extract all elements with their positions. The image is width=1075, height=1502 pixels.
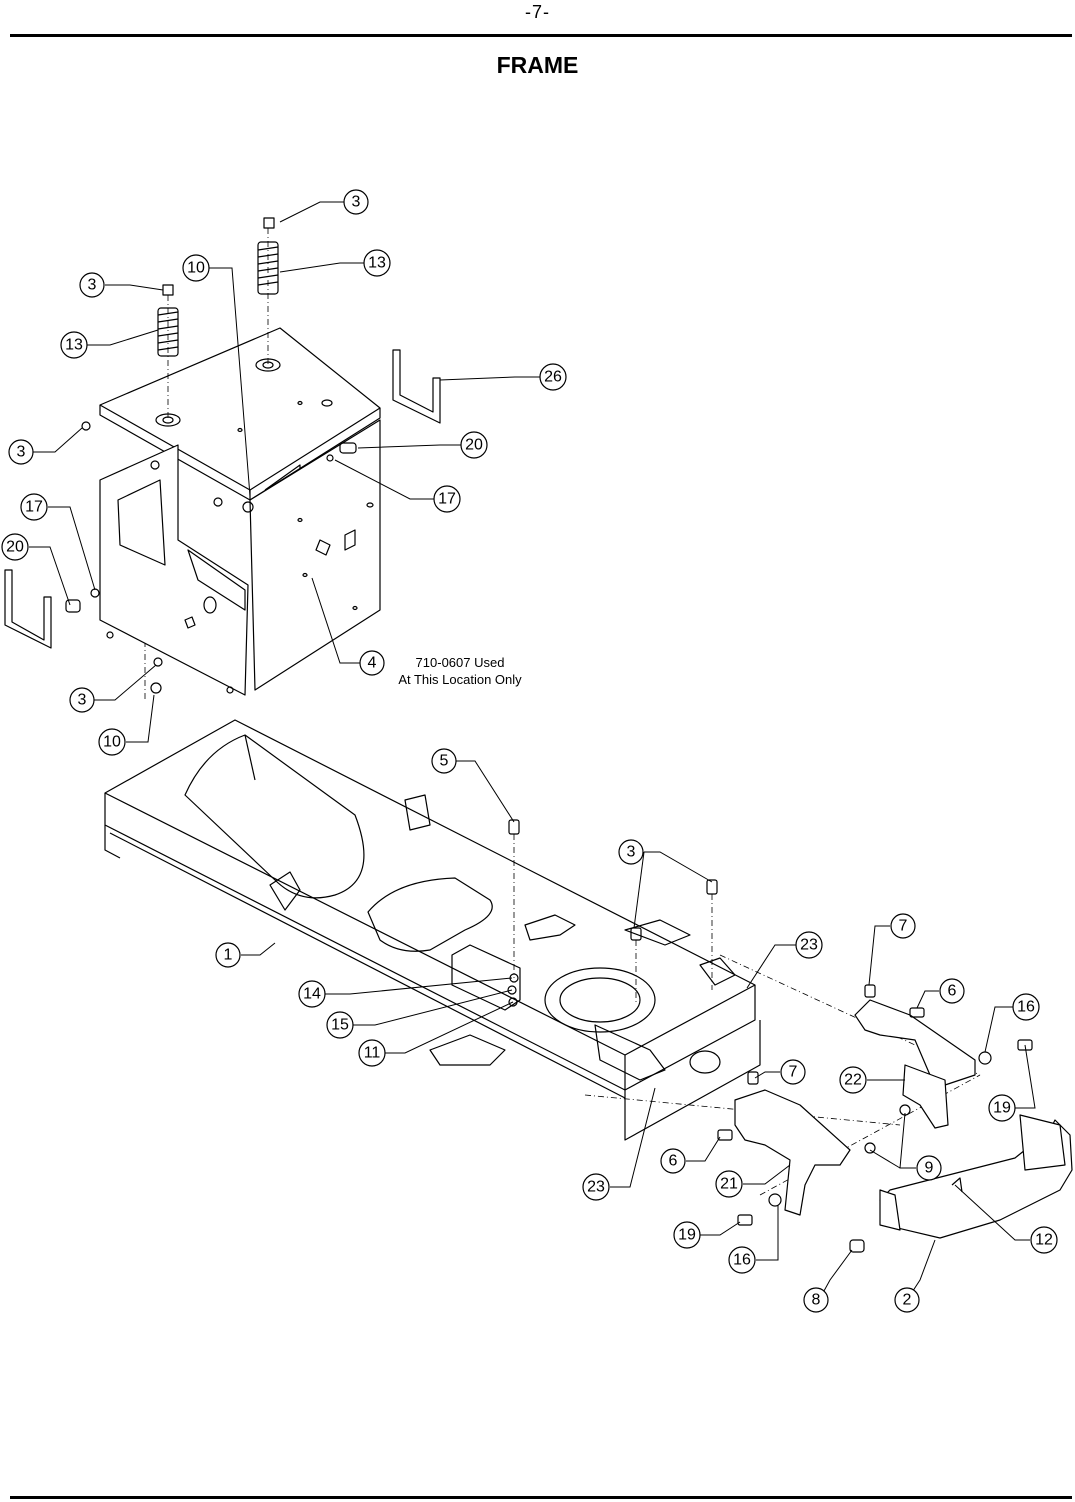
callout-23-a: 23 [795,931,823,959]
callout-7-a: 7 [890,913,916,939]
svg-text:20: 20 [6,539,24,556]
svg-text:19: 19 [993,1100,1011,1117]
callout-7-b: 7 [780,1059,806,1085]
front-bracket-right-plate [902,1064,949,1129]
callout-13-a: 13 [363,249,391,277]
svg-text:7: 7 [899,918,908,935]
callout-16-b: 16 [728,1246,756,1274]
callout-22: 22 [839,1066,867,1094]
svg-text:2: 2 [903,1292,912,1309]
svg-text:3: 3 [78,692,87,709]
main-frame [104,719,761,1141]
svg-text:16: 16 [733,1252,751,1269]
seat-stop-bracket-upper [392,349,441,424]
callout-2: 2 [894,1287,920,1313]
svg-text:7: 7 [789,1064,798,1081]
svg-text:1: 1 [224,947,233,964]
svg-text:3: 3 [17,444,26,461]
bumper-end-plate [1019,1114,1066,1171]
callout-3-e: 3 [618,839,644,865]
callout-17-b: 17 [20,493,48,521]
callout-19-b: 19 [673,1221,701,1249]
callout-5: 5 [431,748,457,774]
front-bumper [879,1119,1073,1239]
svg-text:16: 16 [1017,999,1035,1016]
svg-text:26: 26 [544,369,562,386]
callout-14: 14 [298,980,326,1008]
svg-text:19: 19 [678,1227,696,1244]
callout-17-a: 17 [433,485,461,513]
svg-text:4: 4 [368,655,377,672]
callout-13-b: 13 [60,331,88,359]
svg-text:15: 15 [331,1017,349,1034]
svg-text:3: 3 [88,277,97,294]
svg-text:22: 22 [844,1072,862,1089]
location-note-line1: 710-0607 Used [416,655,505,670]
callout-9: 9 [916,1155,942,1181]
svg-text:5: 5 [440,753,449,770]
top-rule [10,34,1072,37]
callout-19-a: 19 [988,1094,1016,1122]
svg-text:21: 21 [720,1176,738,1193]
callout-21: 21 [715,1170,743,1198]
bottom-rule [10,1496,1072,1499]
callout-10-b: 10 [98,728,126,756]
front-bracket-left [734,1089,851,1216]
svg-text:23: 23 [800,937,818,954]
hardware-front [717,984,1033,1253]
svg-text:12: 12 [1035,1232,1053,1249]
svg-text:6: 6 [948,983,957,1000]
svg-text:14: 14 [303,986,321,1003]
page-number: -7- [525,2,550,22]
bumper-mount-plate [879,1189,901,1231]
callout-11: 11 [358,1039,386,1067]
callout-3-a: 3 [343,189,369,215]
callout-26: 26 [539,363,567,391]
callout-23-b: 23 [582,1173,610,1201]
svg-text:11: 11 [364,1045,381,1062]
callout-20-a: 20 [460,431,488,459]
callout-4: 4 [359,650,385,676]
callout-3-c: 3 [8,439,34,465]
svg-text:3: 3 [352,194,361,211]
callout-16-a: 16 [1012,993,1040,1021]
callout-15: 15 [326,1011,354,1039]
callout-20-b: 20 [1,533,29,561]
svg-text:6: 6 [669,1153,678,1170]
callout-3-d: 3 [69,687,95,713]
callout-10-a: 10 [182,254,210,282]
callout-8: 8 [803,1287,829,1313]
svg-text:3: 3 [627,844,636,861]
callout-1: 1 [215,942,241,968]
svg-text:20: 20 [465,437,483,454]
svg-text:10: 10 [103,734,121,751]
callout-12: 12 [1030,1226,1058,1254]
seat-bracket-rear [249,419,381,691]
seat-bracket-front [99,444,249,696]
seat-stop-bracket-left [4,569,52,649]
callout-6-b: 6 [660,1148,686,1174]
svg-text:17: 17 [25,499,43,516]
svg-text:8: 8 [812,1292,821,1309]
svg-text:9: 9 [925,1160,934,1177]
svg-text:17: 17 [438,491,456,508]
svg-text:10: 10 [187,260,205,277]
page-title: FRAME [496,52,579,78]
svg-text:13: 13 [65,337,83,354]
svg-text:23: 23 [587,1179,605,1196]
svg-text:13: 13 [368,255,386,272]
callout-3-b: 3 [79,272,105,298]
callout-6-a: 6 [939,978,965,1004]
location-note-line2: At This Location Only [398,672,522,687]
